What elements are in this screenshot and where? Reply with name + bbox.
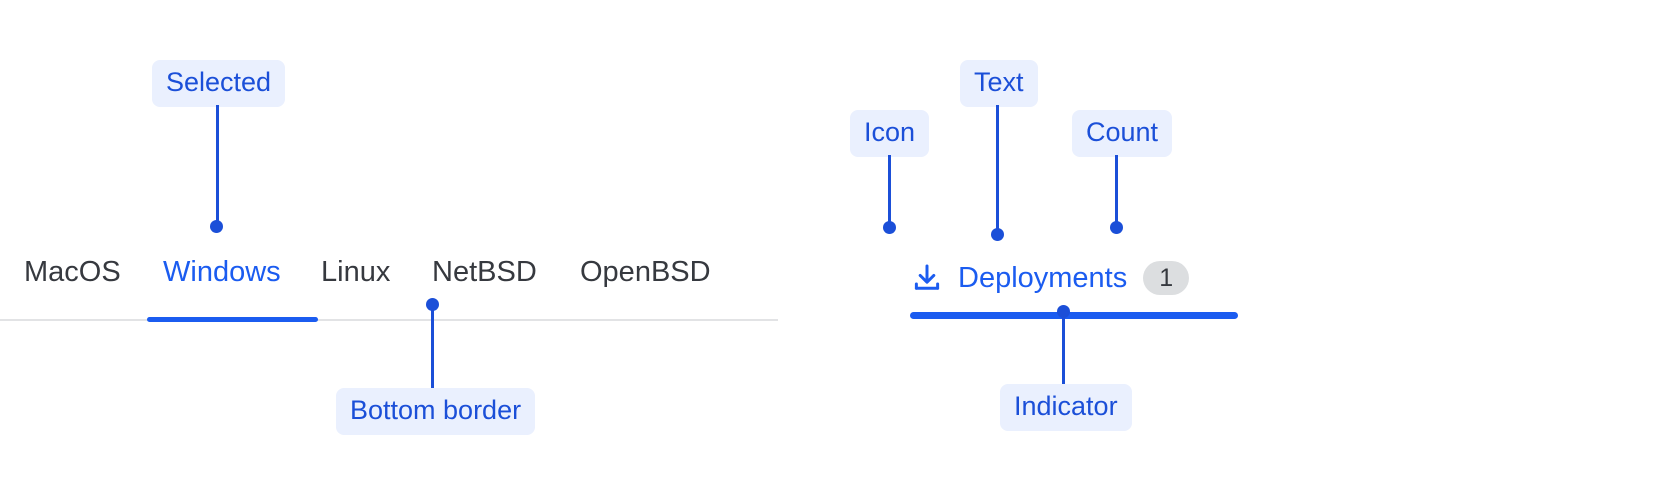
leader-line-text xyxy=(996,105,999,233)
tab-deployments-count-badge: 1 xyxy=(1143,261,1190,295)
tab-windows[interactable]: Windows xyxy=(163,256,281,288)
leader-dot-selected xyxy=(210,220,223,233)
tablist-operating-systems: MacOS Windows Linux NetBSD OpenBSD xyxy=(0,244,778,322)
leader-dot-icon xyxy=(883,221,896,234)
tab-openbsd[interactable]: OpenBSD xyxy=(580,256,711,288)
leader-dot-count xyxy=(1110,221,1123,234)
leader-dot-text xyxy=(991,228,1004,241)
annotation-text: Text xyxy=(960,60,1038,107)
annotation-icon: Icon xyxy=(850,110,930,157)
annotation-selected: Selected xyxy=(152,60,286,107)
tab-netbsd[interactable]: NetBSD xyxy=(432,256,537,288)
tab-deployments-indicator xyxy=(910,312,1238,319)
leader-line-icon xyxy=(888,155,891,227)
annotation-bottom-border: Bottom border xyxy=(336,388,536,435)
tab-selection-indicator xyxy=(147,317,318,322)
tab-deployments[interactable]: Deployments 1 xyxy=(910,248,1190,308)
tab-linux[interactable]: Linux xyxy=(321,256,391,288)
leader-line-selected xyxy=(216,105,219,226)
leader-line-count xyxy=(1115,155,1118,227)
leader-line-indicator xyxy=(1062,311,1065,411)
annotation-indicator: Indicator xyxy=(1000,384,1132,431)
leader-line-bottom-border xyxy=(431,304,434,412)
annotation-count: Count xyxy=(1072,110,1173,157)
tab-macos[interactable]: MacOS xyxy=(24,256,121,288)
tablist-bottom-border xyxy=(0,319,778,321)
tab-deployments-label: Deployments xyxy=(958,261,1128,294)
download-icon xyxy=(914,264,940,290)
